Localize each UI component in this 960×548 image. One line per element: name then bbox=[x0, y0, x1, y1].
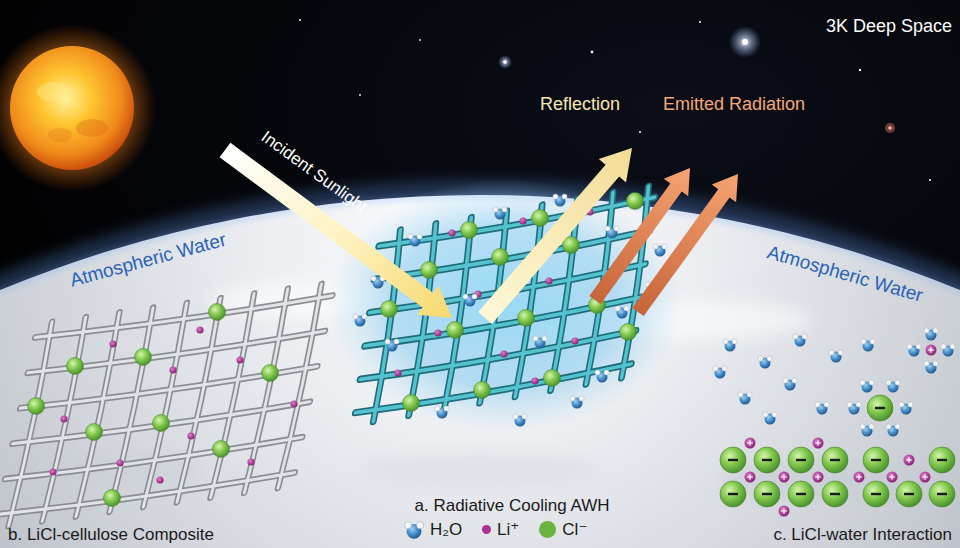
label-holder: a. Radiative Cooling AWH bbox=[415, 496, 610, 516]
water-icon bbox=[404, 520, 424, 540]
legend-item: Cl⁻ bbox=[539, 520, 587, 540]
diagram-label: Reflection bbox=[540, 94, 620, 115]
label-holder: Reflection bbox=[540, 94, 620, 115]
label-holder: 3K Deep Space bbox=[826, 16, 952, 37]
diagram-label: 3K Deep Space bbox=[826, 16, 952, 37]
label-holder: b. LiCl-cellulose Composite bbox=[8, 525, 214, 545]
diagram-label: b. LiCl-cellulose Composite bbox=[8, 525, 214, 545]
diagram-label: a. Radiative Cooling AWH bbox=[415, 496, 610, 516]
legend-swatch bbox=[482, 525, 491, 534]
legend-swatch bbox=[539, 521, 556, 538]
diagram-label: Emitted Radiation bbox=[663, 94, 805, 115]
legend-item: Li⁺ bbox=[482, 520, 519, 540]
diagram-label: c. LiCl-water Interaction bbox=[773, 525, 952, 545]
label-holder: c. LiCl-water Interaction bbox=[773, 525, 952, 545]
legend-text: H₂O bbox=[430, 520, 462, 540]
legend-item: H₂O bbox=[404, 520, 462, 540]
label-holder: Emitted Radiation bbox=[663, 94, 805, 115]
legend: H₂O Li⁺ Cl⁻ bbox=[404, 520, 587, 540]
legend-text: Li⁺ bbox=[497, 520, 519, 540]
legend-text: Cl⁻ bbox=[562, 520, 587, 540]
